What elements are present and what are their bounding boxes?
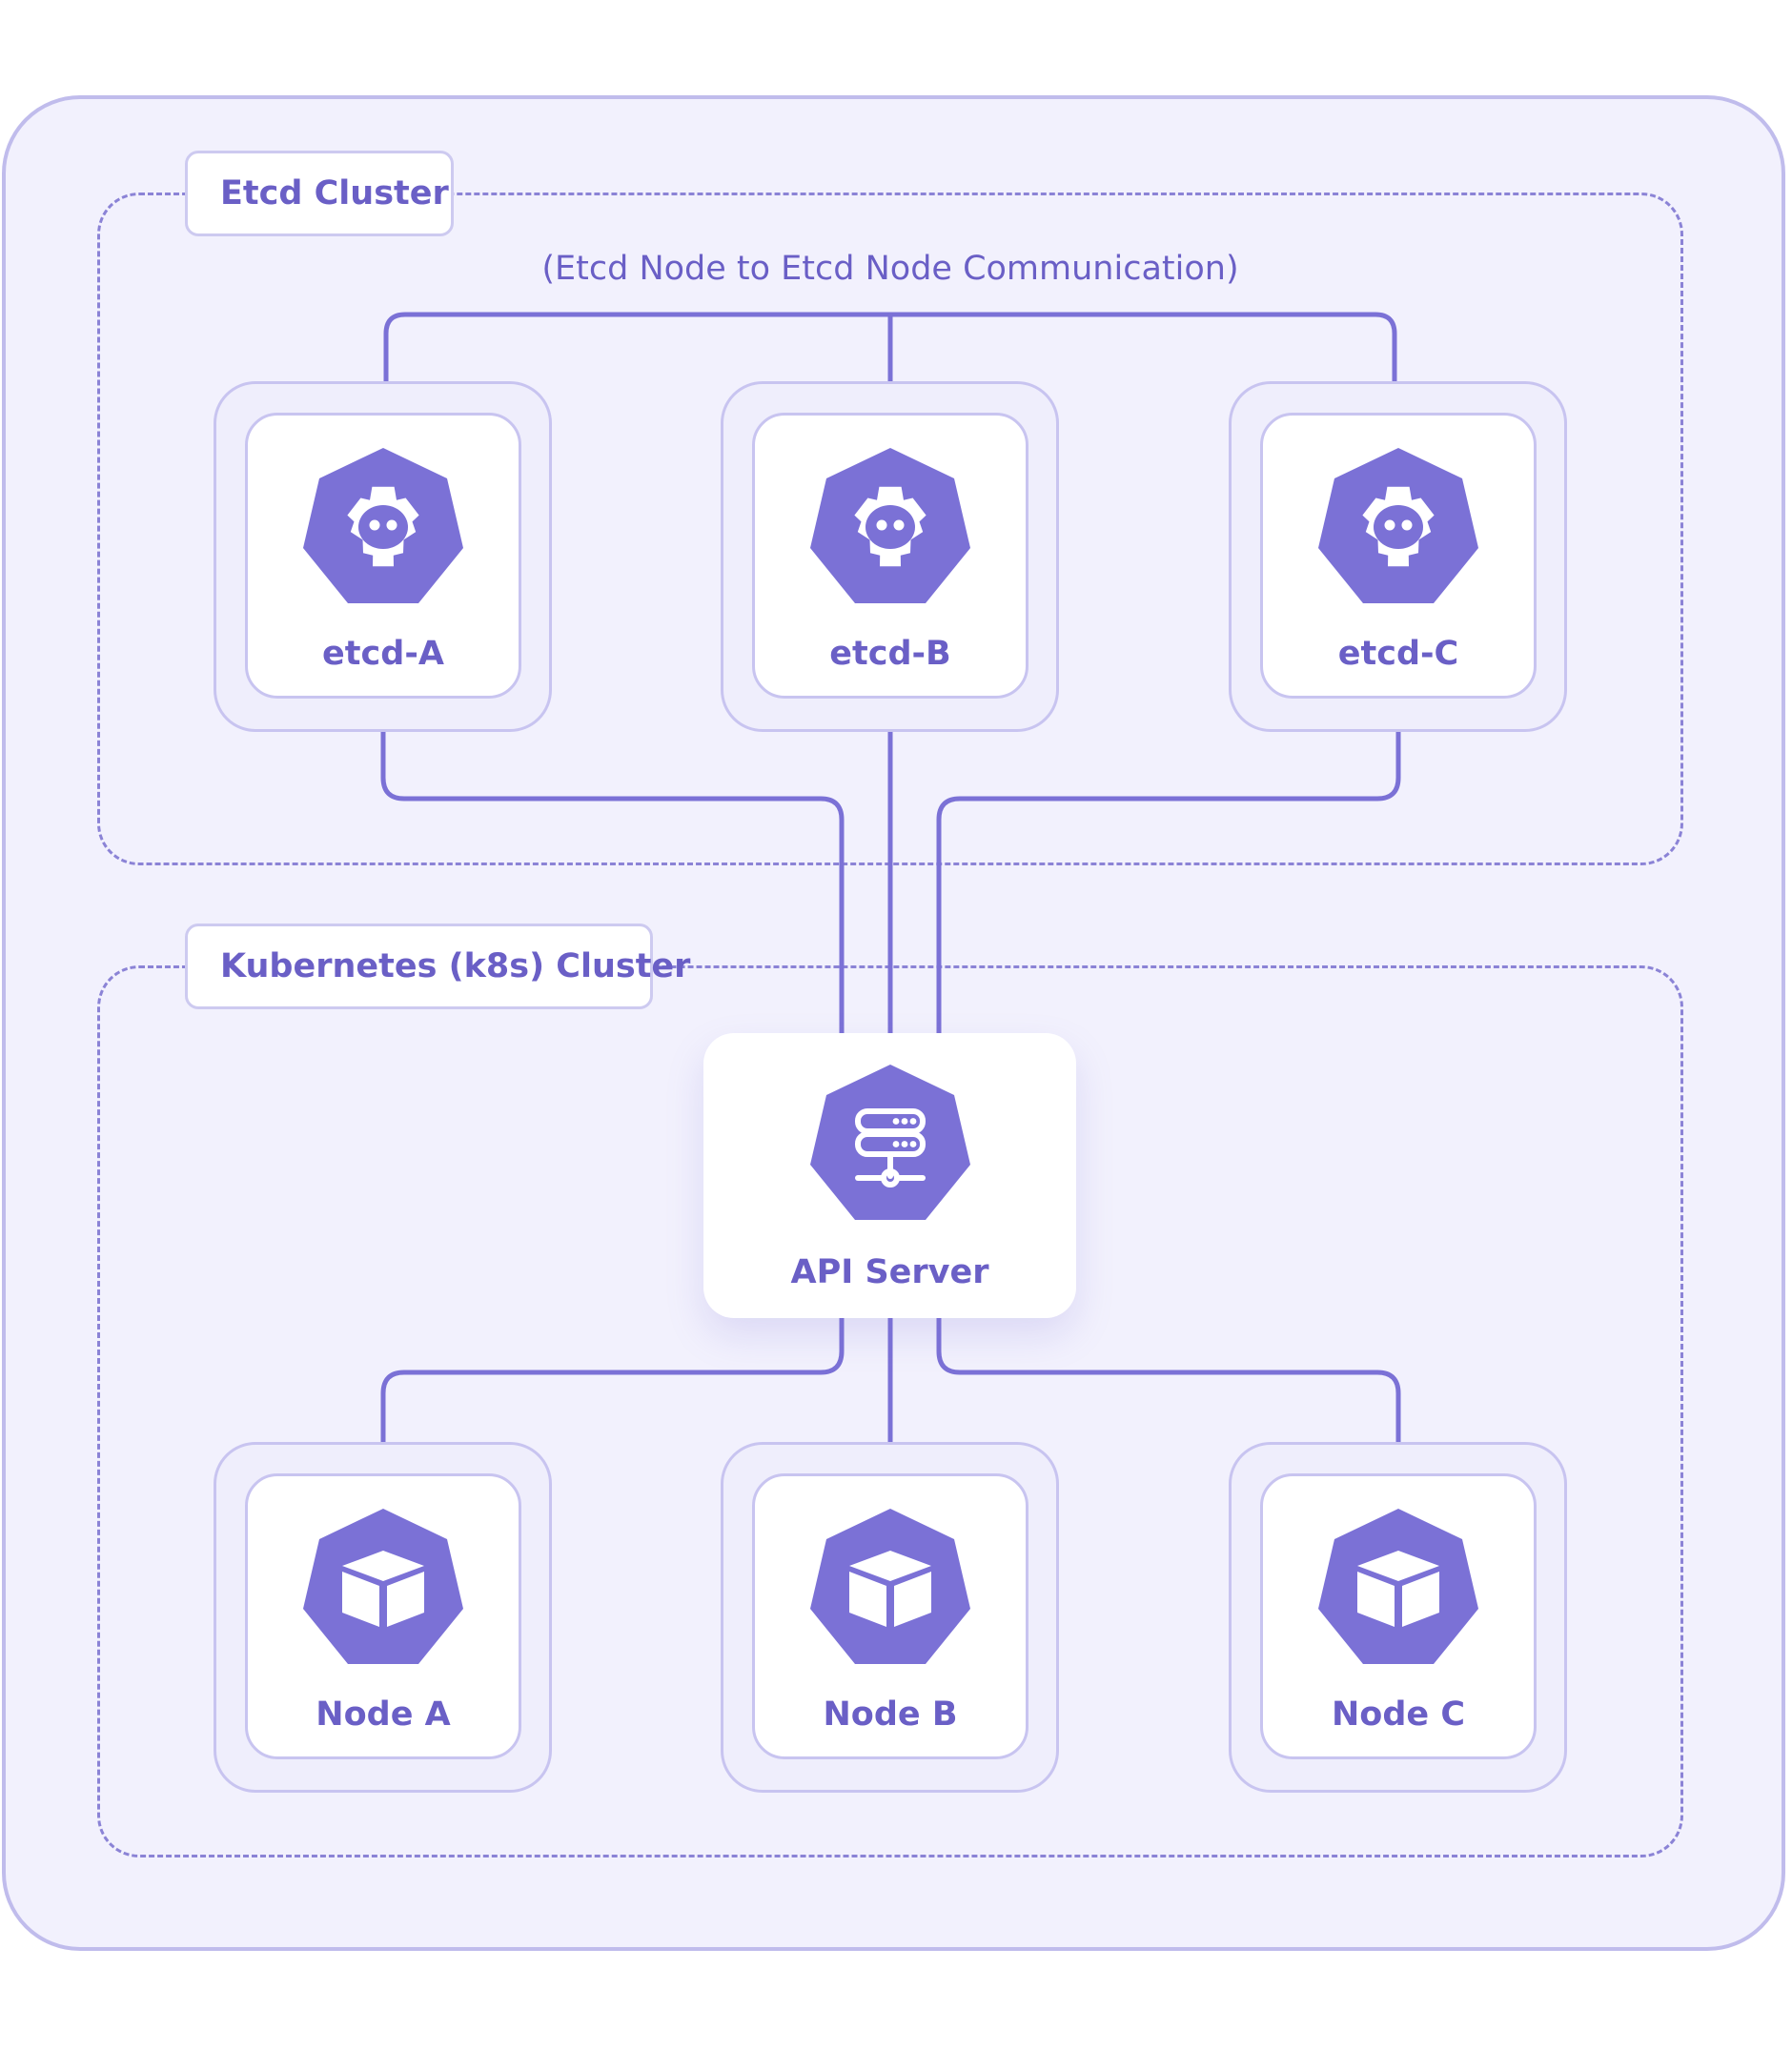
api-to-etcd-c-link — [936, 700, 1401, 1036]
api-to-node-a-link — [380, 1315, 845, 1475]
etcd-icon — [1318, 448, 1478, 603]
api-to-node-c-link — [936, 1315, 1401, 1475]
etcd-node-label: etcd-A — [322, 635, 444, 673]
etcd-node-card[interactable]: etcd-C — [1260, 413, 1537, 699]
k8s-cluster-title: Kubernetes (k8s) Cluster — [185, 924, 690, 1009]
api-server-label: API Server — [790, 1253, 989, 1291]
cube-icon — [1318, 1509, 1478, 1664]
etcd-node-label: etcd-C — [1337, 635, 1459, 673]
server-icon — [809, 1065, 970, 1220]
etcd-node-frame: etcd-C — [1229, 381, 1567, 732]
etcd-icon — [810, 448, 970, 603]
peer-communication-caption: (Etcd Node to Etcd Node Communication) — [541, 250, 1239, 288]
worker-node-card[interactable]: Node B — [752, 1473, 1028, 1759]
etcd-node-card[interactable]: etcd-B — [752, 413, 1028, 699]
etcd-cluster-title: Etcd Cluster — [185, 151, 454, 236]
etcd-node-card[interactable]: etcd-A — [245, 413, 521, 699]
cube-icon — [303, 1509, 463, 1664]
worker-node-frame: Node C — [1229, 1442, 1567, 1793]
api-to-etcd-a-link — [380, 700, 845, 1036]
etcd-node-label: etcd-B — [829, 635, 951, 673]
etcd-icon — [303, 448, 463, 603]
worker-node-card[interactable]: Node A — [245, 1473, 521, 1759]
worker-node-label: Node B — [823, 1695, 958, 1734]
etcd-node-frame: etcd-A — [214, 381, 552, 732]
api-server-card[interactable]: API Server — [703, 1033, 1076, 1318]
cube-icon — [810, 1509, 970, 1664]
worker-node-frame: Node B — [721, 1442, 1059, 1793]
worker-node-frame: Node A — [214, 1442, 552, 1793]
worker-node-card[interactable]: Node C — [1260, 1473, 1537, 1759]
worker-node-label: Node C — [1332, 1695, 1465, 1734]
worker-node-label: Node A — [316, 1695, 451, 1734]
etcd-node-frame: etcd-B — [721, 381, 1059, 732]
